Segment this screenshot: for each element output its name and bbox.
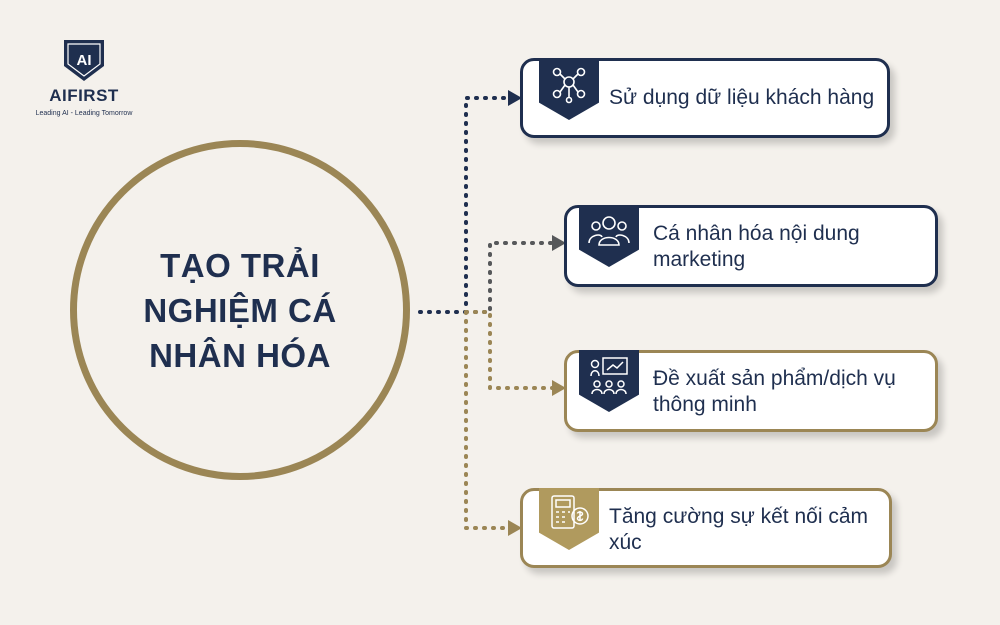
arrowhead-3 bbox=[552, 380, 566, 396]
customer-network-icon bbox=[539, 58, 599, 120]
connector-3 bbox=[464, 310, 558, 390]
connector-1 bbox=[418, 96, 514, 314]
logo-name: AIFIRST bbox=[49, 86, 119, 105]
item-box-2: Cá nhân hóa nội dung marketing bbox=[564, 205, 938, 287]
item-label-4: Tăng cường sự kết nối cảm xúc bbox=[609, 505, 868, 554]
connector-2 bbox=[464, 241, 558, 314]
arrowhead-4 bbox=[508, 520, 522, 536]
calculator-money-icon bbox=[539, 488, 599, 550]
item-label-1: Sử dụng dữ liệu khách hàng bbox=[609, 86, 875, 109]
connector-4 bbox=[464, 310, 514, 530]
shield-logo-icon: AI bbox=[64, 40, 104, 81]
arrowhead-2 bbox=[552, 235, 566, 251]
logo-mark: AI bbox=[77, 52, 92, 69]
arrowhead-1 bbox=[508, 90, 522, 106]
item-box-1: Sử dụng dữ liệu khách hàng bbox=[520, 58, 890, 138]
central-title: TẠO TRẢI NGHIỆM CÁ NHÂN HÓA bbox=[143, 246, 337, 374]
item-box-3: Đề xuất sản phẩm/dịch vụ thông minh bbox=[564, 350, 938, 432]
item-label-2: Cá nhân hóa nội dung marketing bbox=[653, 222, 860, 271]
item-box-4: Tăng cường sự kết nối cảm xúc bbox=[520, 488, 892, 568]
group-people-icon bbox=[579, 205, 639, 267]
item-label-3: Đề xuất sản phẩm/dịch vụ thông minh bbox=[653, 367, 896, 416]
logo: AI AIFIRST Leading AI - Leading Tomorrow bbox=[24, 36, 144, 117]
central-circle: TẠO TRẢI NGHIỆM CÁ NHÂN HÓA bbox=[70, 140, 410, 480]
logo-tagline: Leading AI - Leading Tomorrow bbox=[35, 110, 133, 117]
presentation-audience-icon bbox=[579, 350, 639, 412]
